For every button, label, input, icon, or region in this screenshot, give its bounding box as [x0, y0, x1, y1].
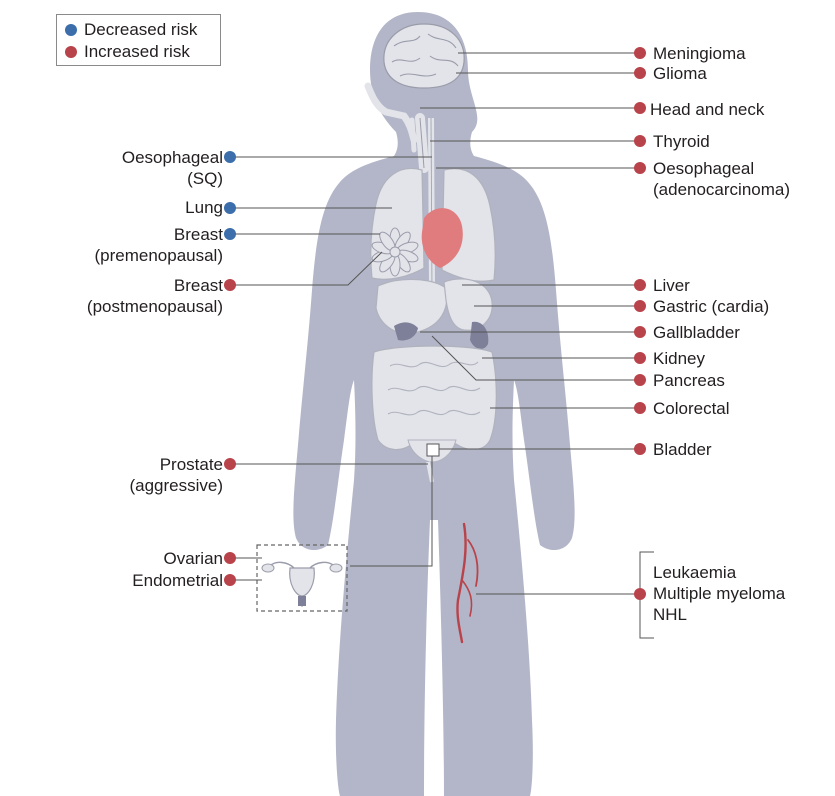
label-thyroid: Thyroid — [653, 131, 710, 152]
label-line: (adenocarcinoma) — [653, 180, 791, 199]
leg-vessels — [456, 522, 479, 644]
legend-item-increased: Increased risk — [65, 42, 190, 62]
label-breast-post: Breast (postmenopausal) — [87, 275, 223, 317]
label-line: Leukaemia — [653, 563, 737, 582]
label-glioma: Glioma — [653, 63, 707, 84]
label-line: Liver — [653, 276, 690, 295]
label-line: Ovarian — [163, 549, 223, 568]
label-line: Oesophageal — [121, 148, 223, 167]
label-line: Thyroid — [653, 132, 710, 151]
label-gastric: Gastric (cardia) — [653, 296, 769, 317]
label-line: Endometrial — [132, 571, 223, 590]
risk-dot-colorectal — [634, 402, 646, 414]
gland-center — [389, 246, 401, 258]
label-endometrial: Endometrial — [132, 570, 223, 591]
risk-dot-gallbladder — [634, 326, 646, 338]
risk-dot-meningioma — [634, 47, 646, 59]
risk-dot-bladder — [634, 443, 646, 455]
label-line: Lung — [185, 198, 223, 217]
label-line: Glioma — [653, 64, 707, 83]
label-liver: Liver — [653, 275, 690, 296]
label-line: Kidney — [653, 349, 705, 368]
risk-dot-breast-post — [224, 279, 236, 291]
label-oesophageal-adeno: Oesophageal (adenocarcinoma) — [653, 158, 790, 200]
risk-dot-oesophageal-sq — [224, 151, 236, 163]
legend-label-decreased: Decreased risk — [84, 20, 198, 39]
risk-dot-endometrial — [224, 574, 236, 586]
risk-dot-gastric — [634, 300, 646, 312]
risk-dot-prostate — [224, 458, 236, 470]
label-bladder: Bladder — [653, 439, 712, 460]
risk-dot-ovarian — [224, 552, 236, 564]
risk-dot-head-neck — [634, 102, 646, 114]
label-line: Head and neck — [650, 100, 765, 119]
label-ovarian: Ovarian — [163, 548, 223, 569]
label-gallbladder: Gallbladder — [653, 322, 740, 343]
label-line: (SQ) — [187, 169, 223, 188]
bladder-marker — [426, 443, 440, 457]
breast-gland — [371, 227, 419, 277]
label-oesophageal-sq: Oesophageal (SQ) — [122, 147, 223, 189]
label-line: Meningioma — [653, 44, 746, 63]
label-colorectal: Colorectal — [653, 398, 730, 419]
label-line: Colorectal — [653, 399, 730, 418]
risk-dot-blood-cancers — [634, 588, 646, 600]
label-line: (aggressive) — [129, 476, 223, 495]
risk-dot-thyroid — [634, 135, 646, 147]
increased-risk-dot — [65, 46, 77, 58]
label-head-neck: Head and neck — [650, 99, 764, 120]
risk-dot-pancreas — [634, 374, 646, 386]
label-line: Bladder — [653, 440, 712, 459]
risk-dot-oesophageal-adeno — [634, 162, 646, 174]
heart — [421, 208, 463, 268]
label-pancreas: Pancreas — [653, 370, 725, 391]
label-line: Breast — [173, 225, 223, 244]
risk-dot-lung — [224, 202, 236, 214]
risk-dot-kidney — [634, 352, 646, 364]
airway — [364, 82, 429, 173]
decreased-risk-dot — [65, 24, 77, 36]
risk-dot-glioma — [634, 67, 646, 79]
leader-lines — [230, 52, 654, 639]
label-line: Multiple myeloma — [653, 584, 786, 603]
legend-item-decreased: Decreased risk — [65, 20, 197, 40]
label-line: (postmenopausal) — [86, 297, 223, 316]
label-line: NHL — [653, 605, 688, 624]
label-prostate: Prostate (aggressive) — [129, 454, 223, 496]
label-line: (premenopausal) — [94, 246, 223, 265]
label-lung: Lung — [185, 197, 223, 218]
label-blood-cancers: Leukaemia Multiple myeloma NHL — [653, 562, 785, 625]
label-kidney: Kidney — [653, 348, 705, 369]
label-line: Oesophageal — [653, 159, 755, 178]
risk-dot-liver — [634, 279, 646, 291]
label-line: Prostate — [159, 455, 223, 474]
risk-dot-breast-pre — [224, 228, 236, 240]
label-line: Pancreas — [653, 371, 725, 390]
legend: Decreased risk Increased risk — [56, 14, 221, 66]
label-line: Breast — [173, 276, 223, 295]
label-meningioma: Meningioma — [653, 43, 746, 64]
brain — [383, 23, 465, 89]
legend-label-increased: Increased risk — [84, 42, 190, 61]
label-line: Gallbladder — [653, 323, 740, 342]
liver-stomach — [375, 278, 493, 349]
label-line: Gastric (cardia) — [653, 297, 770, 316]
label-breast-pre: Breast (premenopausal) — [94, 224, 223, 266]
uterus-inset — [256, 544, 348, 612]
